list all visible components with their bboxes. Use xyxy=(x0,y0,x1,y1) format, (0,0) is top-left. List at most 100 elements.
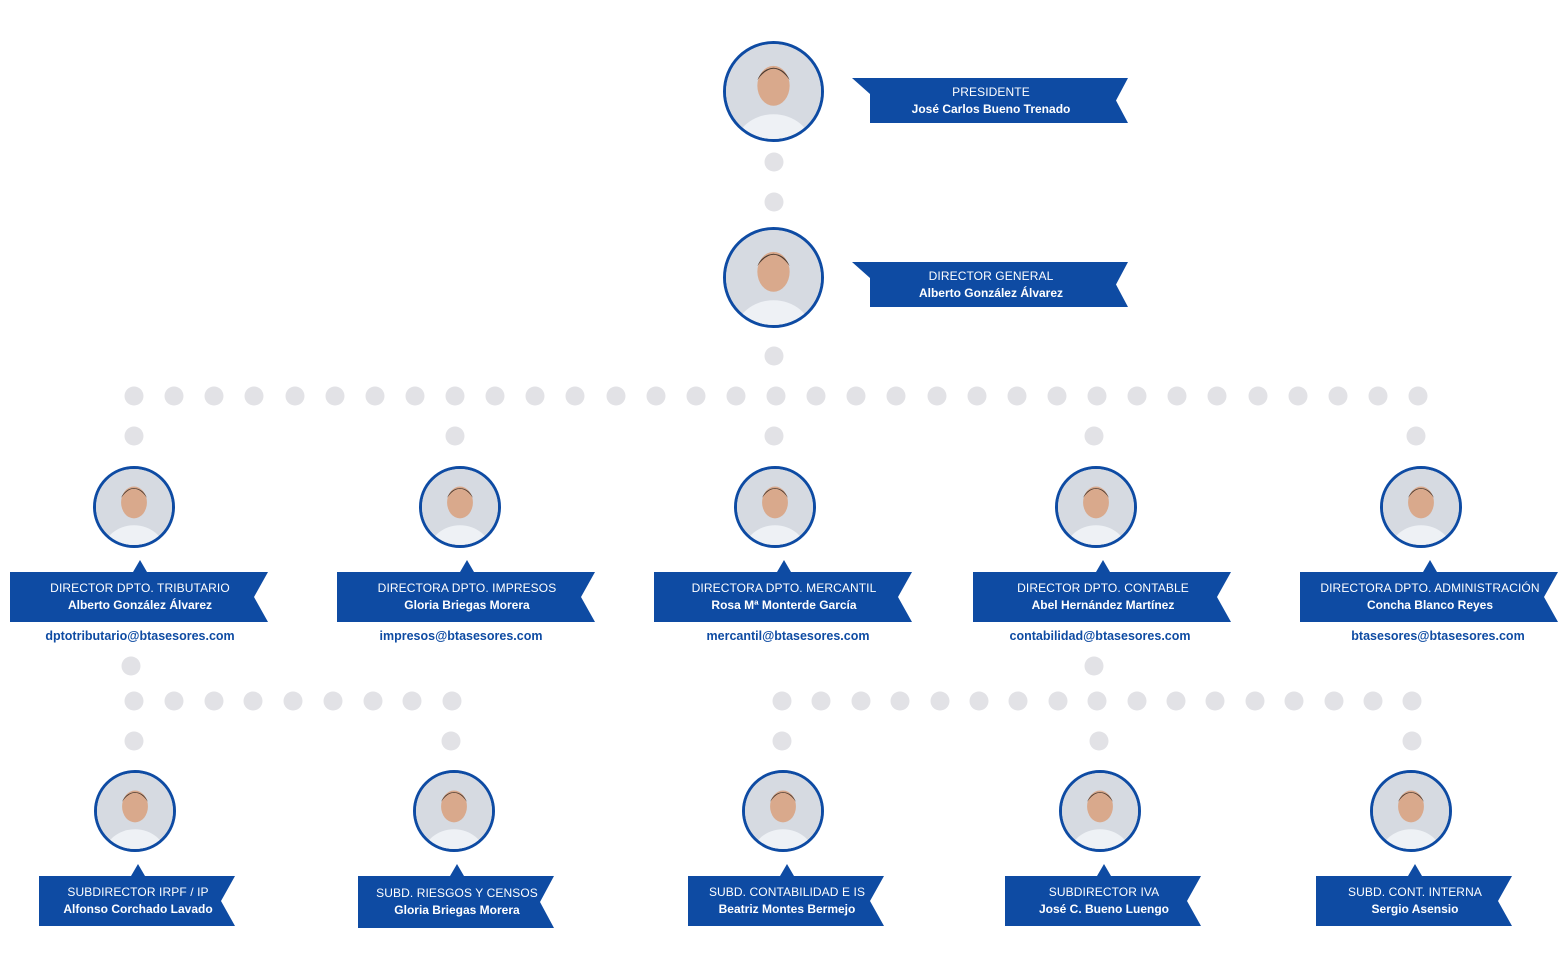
badge-shape xyxy=(39,864,235,926)
connector-dot xyxy=(363,691,383,711)
connector-dot xyxy=(204,386,224,406)
role-label: SUBD. CONT. INTERNA xyxy=(1348,885,1482,899)
badge-shape xyxy=(358,864,554,928)
connector-dot xyxy=(243,691,263,711)
director-tributario-badge: DIRECTOR DPTO. TRIBUTARIO Alberto Gonzále… xyxy=(10,560,270,622)
person-name: Beatriz Montes Bermejo xyxy=(718,902,856,916)
person-photo-icon xyxy=(416,773,492,849)
director-contable-email[interactable]: contabilidad@btasesores.com xyxy=(1009,629,1191,643)
role-label: PRESIDENTE xyxy=(952,84,1030,99)
connector-dot xyxy=(244,386,264,406)
connector-dot xyxy=(886,386,906,406)
connector-dot xyxy=(851,691,871,711)
person-name: Sergio Asensio xyxy=(1371,902,1459,916)
president-badge: PRESIDENTE José Carlos Bueno Trenado xyxy=(852,76,1130,125)
connector-dot xyxy=(967,386,987,406)
connector-dot xyxy=(1166,691,1186,711)
connector-dot xyxy=(766,386,786,406)
connector-dot xyxy=(164,386,184,406)
connector-dot xyxy=(764,346,784,366)
connector-dot xyxy=(1084,426,1104,446)
connector-dot xyxy=(204,691,224,711)
connector-dot xyxy=(811,691,831,711)
president-photo xyxy=(723,41,824,142)
person-photo-icon xyxy=(737,469,813,545)
connector-dot xyxy=(1248,386,1268,406)
director-impresos-badge: DIRECTORA DPTO. IMPRESOS Gloria Briegas M… xyxy=(337,560,597,622)
connector-dot xyxy=(927,386,947,406)
connector-dot xyxy=(1207,386,1227,406)
director-contable-photo xyxy=(1055,466,1137,548)
subdirector-cont-interna-photo xyxy=(1370,770,1452,852)
connector-dot xyxy=(726,386,746,406)
connector-dot xyxy=(1328,386,1348,406)
connector-dot xyxy=(764,192,784,212)
connector-dot xyxy=(1008,691,1028,711)
role-label: DIRECTOR DPTO. TRIBUTARIO xyxy=(50,581,230,595)
connector-dot xyxy=(164,691,184,711)
connector-dot xyxy=(1368,386,1388,406)
connector-dot xyxy=(1167,386,1187,406)
person-photo-icon xyxy=(1058,469,1134,545)
director-administracion-photo xyxy=(1380,466,1462,548)
badge-shape xyxy=(654,560,912,622)
badge-shape xyxy=(852,78,1128,123)
badge-shape xyxy=(973,560,1231,622)
role-label: DIRECTORA DPTO. IMPRESOS xyxy=(377,581,557,595)
person-photo-icon xyxy=(1062,773,1138,849)
badge-shape xyxy=(688,864,884,926)
connector-dot xyxy=(1048,691,1068,711)
connector-dot xyxy=(1408,386,1428,406)
connector-dot xyxy=(325,386,345,406)
role-label: SUBDIRECTOR IRPF / IP xyxy=(67,885,209,899)
connector-dot xyxy=(772,691,792,711)
role-label: DIRECTOR GENERAL xyxy=(928,268,1054,283)
connector-dot xyxy=(445,426,465,446)
connector-dot xyxy=(1047,386,1067,406)
subdirector-irpf-photo xyxy=(94,770,176,852)
connector-dot xyxy=(323,691,343,711)
connector-dot xyxy=(1406,426,1426,446)
subdirector-riesgos-photo xyxy=(413,770,495,852)
person-photo-icon xyxy=(726,230,821,325)
connector-dot xyxy=(1127,691,1147,711)
connector-dot xyxy=(846,386,866,406)
badge-shape xyxy=(10,560,268,622)
connector-dot xyxy=(969,691,989,711)
badge-shape xyxy=(1300,560,1558,622)
director-impresos-email[interactable]: impresos@btasesores.com xyxy=(379,629,543,643)
connector-dot xyxy=(772,731,792,751)
person-photo-icon xyxy=(726,44,821,139)
connector-dot xyxy=(124,691,144,711)
role-label: DIRECTORA DPTO. MERCANTIL xyxy=(691,581,877,595)
connector-dot xyxy=(1007,386,1027,406)
director-administracion-email[interactable]: btasesores@btasesores.com xyxy=(1351,629,1525,643)
role-label: DIRECTORA DPTO. ADMINISTRACIÓN xyxy=(1320,581,1540,595)
person-name: Alberto González Álvarez xyxy=(918,285,1064,300)
connector-dot xyxy=(890,691,910,711)
director-tributario-photo xyxy=(93,466,175,548)
director-mercantil-email[interactable]: mercantil@btasesores.com xyxy=(706,629,870,643)
person-name: Gloria Briegas Morera xyxy=(404,598,530,612)
person-photo-icon xyxy=(1383,469,1459,545)
person-name: José Carlos Bueno Trenado xyxy=(911,101,1071,116)
director-impresos-photo xyxy=(419,466,501,548)
role-label: SUBD. CONTABILIDAD E IS xyxy=(708,885,866,899)
director-mercantil-photo xyxy=(734,466,816,548)
role-label: SUBD. RIESGOS Y CENSOS xyxy=(376,886,538,900)
director-tributario-email[interactable]: dptotributario@btasesores.com xyxy=(45,629,235,643)
connector-dot xyxy=(1245,691,1265,711)
connector-dot xyxy=(1363,691,1383,711)
connector-dot xyxy=(1089,731,1109,751)
badge-shape xyxy=(337,560,595,622)
connector-dot xyxy=(764,152,784,172)
person-name: Abel Hernández Martínez xyxy=(1031,598,1175,612)
person-name: Alberto González Álvarez xyxy=(67,598,213,612)
role-label: SUBDIRECTOR IVA xyxy=(1048,885,1160,899)
person-photo-icon xyxy=(422,469,498,545)
connector-dot xyxy=(124,426,144,446)
connector-dot xyxy=(606,386,626,406)
